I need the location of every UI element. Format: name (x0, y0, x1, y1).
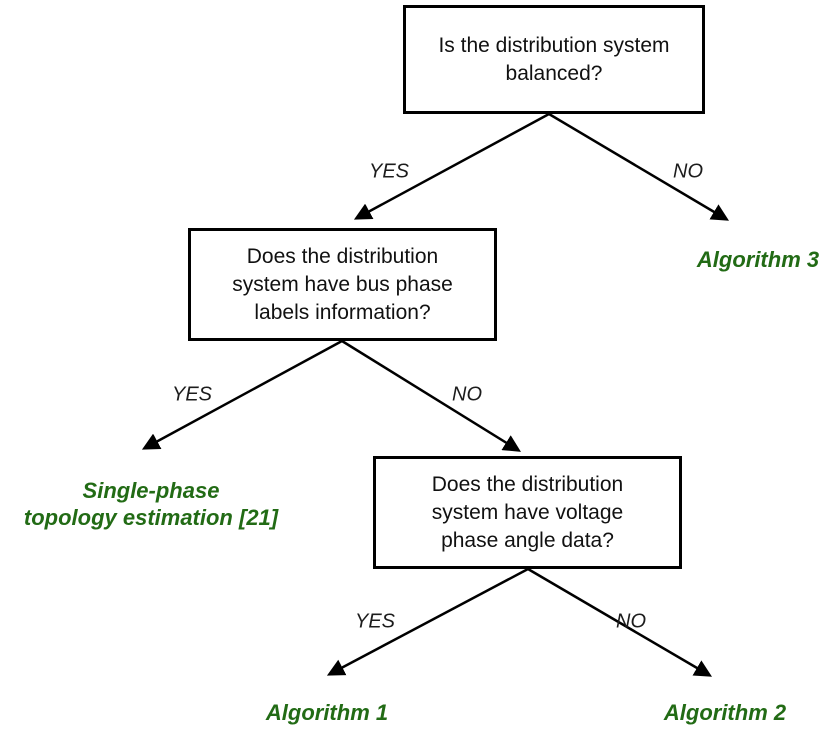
edge-label-q1-yes: YES (368, 160, 410, 183)
leaf-single-phase-line1: Single-phase (82, 478, 220, 503)
decision-box-bus-phase-line2: system have bus phase (232, 272, 453, 296)
edge-q1-no-arrow (548, 112, 730, 221)
edge-label-q1-no: NO (673, 160, 703, 183)
edge-label-q2-yes: YES (171, 383, 213, 406)
edge-label-q2-no: NO (452, 383, 482, 406)
decision-box-bus-phase-labels: Does the distribution system have bus ph… (188, 228, 497, 341)
leaf-algorithm-3: Algorithm 3 (696, 247, 820, 272)
edge-q3-yes-arrow (326, 567, 529, 676)
decision-box-bus-phase-line3: labels information? (254, 300, 431, 324)
decision-box-bus-phase-line1: Does the distribution (246, 244, 439, 268)
decision-box-voltage-line1: Does the distribution (431, 472, 624, 496)
edge-q2-no-arrow (341, 339, 521, 452)
leaf-single-phase-line2: topology estimation [21] (23, 505, 279, 530)
edge-q2-yes-arrow (141, 339, 343, 450)
leaf-algorithm-2: Algorithm 2 (663, 700, 787, 725)
edge-label-q3-yes: YES (354, 610, 396, 633)
decision-box-root-line1: Is the distribution system (438, 33, 670, 57)
edge-label-q3-no: NO (616, 610, 646, 633)
decision-box-root: Is the distribution system balanced? (403, 5, 705, 114)
decision-box-root-line2: balanced? (505, 61, 603, 85)
decision-box-voltage-line3: phase angle data? (441, 528, 614, 552)
edge-q1-yes-arrow (353, 112, 550, 220)
leaf-algorithm-1: Algorithm 1 (265, 700, 389, 725)
decision-box-voltage-phase-angle: Does the distribution system have voltag… (373, 456, 682, 569)
decision-box-voltage-line2: system have voltage (431, 500, 624, 524)
edge-q3-no-arrow (527, 567, 713, 677)
leaf-single-phase-topology: Single-phase topology estimation [21] (24, 477, 278, 531)
